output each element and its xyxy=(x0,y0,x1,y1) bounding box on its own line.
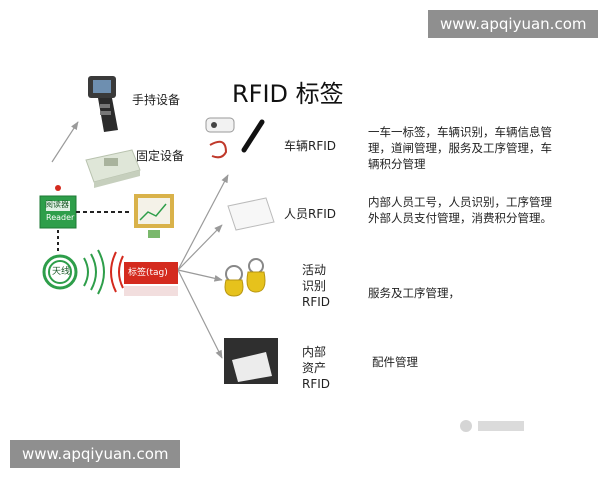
arrow-to-handheld xyxy=(51,121,79,163)
watermark-bottom: www.apqiyuan.com xyxy=(10,440,181,468)
handheld-device-image xyxy=(88,76,118,132)
tag-label: 标签(tag) xyxy=(128,268,168,278)
computer-monitor xyxy=(134,194,174,238)
arrow-to-asset xyxy=(177,269,223,359)
label-handheld: 手持设备 xyxy=(132,93,181,107)
category-desc-activity: 服务及工序管理， xyxy=(368,286,460,300)
category-name-person: 人员RFID xyxy=(284,207,337,221)
arrow-to-activity xyxy=(177,269,223,282)
signal-waves xyxy=(83,249,105,295)
activity-keyfob-image xyxy=(224,258,266,297)
antenna-label: 天线 xyxy=(52,267,71,277)
diagram-title: RFID 标签 xyxy=(232,80,344,108)
antenna-coil xyxy=(42,254,78,290)
category-desc-vehicle: 一车一标签，车辆识别，车辆信息管理，道闸管理，服务及工序管理，车辆积分管理 xyxy=(368,125,552,171)
faint-logo xyxy=(460,420,524,432)
category-name-asset: 内部 资产 RFID xyxy=(302,345,331,391)
asset-photo-image xyxy=(224,338,278,384)
arrow-to-vehicle xyxy=(177,174,229,271)
tag-card xyxy=(124,262,178,296)
watermark-top: www.apqiyuan.com xyxy=(428,10,599,38)
person-card-image xyxy=(227,197,275,231)
category-desc-asset: 配件管理 xyxy=(372,355,418,369)
category-name-vehicle: 车辆RFID xyxy=(284,139,337,153)
reader-label-2: Reader xyxy=(46,213,75,222)
fixed-device-image xyxy=(85,149,141,188)
vehicle-tag-image xyxy=(205,117,265,159)
label-fixed: 固定设备 xyxy=(136,149,185,163)
arrow-to-person xyxy=(177,224,223,271)
reader-label-1: 阅读器 xyxy=(45,200,69,209)
category-desc-person: 内部人员工号，人员识别，工序管理 外部人员支付管理，消费积分管理。 xyxy=(368,195,552,225)
category-name-activity: 活动 识别 RFID xyxy=(302,263,331,309)
